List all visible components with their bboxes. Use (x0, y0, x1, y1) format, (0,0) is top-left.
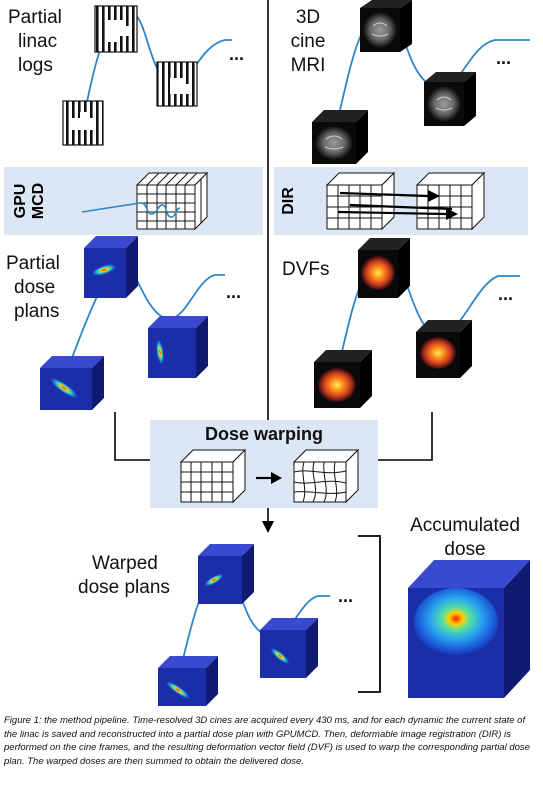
warp-arrow (256, 472, 282, 484)
label-dvfs: DVFs (282, 259, 330, 280)
ellipsis-dose: ... (226, 282, 242, 302)
gpu-mcd-panel (4, 167, 263, 235)
ellipsis-warped: ... (338, 586, 354, 606)
linac-log-1 (94, 5, 138, 53)
label-partial-dose-plans: Partial dose plans (6, 253, 60, 322)
label-dir: DIR (280, 187, 297, 215)
left-connector (114, 412, 150, 461)
warped-cube-3 (158, 656, 218, 706)
label-3d-cine-mri: 3D cine MRI (290, 7, 326, 76)
linac-log-3 (62, 100, 104, 146)
warp-regular-grid (179, 448, 247, 504)
mri-cube-1 (360, 0, 412, 52)
dir-grid-cube-2 (415, 171, 486, 231)
mri-cube-2 (424, 72, 476, 126)
ellipsis-linac: ... (229, 44, 245, 64)
gpu-grid-cube (135, 171, 209, 231)
particle-track (81, 202, 181, 218)
warped-cube-2 (260, 618, 318, 678)
mri-cube-3 (312, 110, 368, 164)
dvf-cube-2 (416, 320, 472, 378)
dir-arrows (337, 190, 458, 220)
label-dose-warping: Dose warping (204, 424, 324, 444)
dir-grid-cube-1 (325, 171, 396, 231)
label-gpu-mcd: GPU MCD (12, 182, 47, 220)
sum-bracket (358, 535, 381, 693)
dose-cube-3 (40, 356, 104, 410)
label-accumulated-dose: Accumulated dose (410, 515, 520, 560)
dvf-cube-1 (358, 238, 410, 298)
dose-cube-2 (148, 316, 208, 378)
dir-panel (274, 167, 528, 235)
accumulated-dose-cube (408, 560, 530, 698)
warped-cube-1 (198, 544, 254, 604)
dose-cube-1 (84, 236, 138, 298)
ellipsis-mri: ... (496, 48, 512, 68)
warp-deformed-grid (292, 448, 360, 504)
figure-caption: Figure 1: the method pipeline. Time-reso… (4, 715, 530, 767)
ellipsis-dvf: ... (498, 284, 514, 304)
right-connector (378, 412, 433, 461)
linac-log-2 (156, 61, 198, 107)
label-warped-dose-plans: Warped dose plans (78, 553, 170, 598)
dvf-curve (339, 257, 520, 361)
label-partial-linac-logs: Partial linac logs (8, 7, 62, 76)
down-arrow-head (262, 521, 274, 533)
dvf-cube-3 (314, 350, 372, 408)
